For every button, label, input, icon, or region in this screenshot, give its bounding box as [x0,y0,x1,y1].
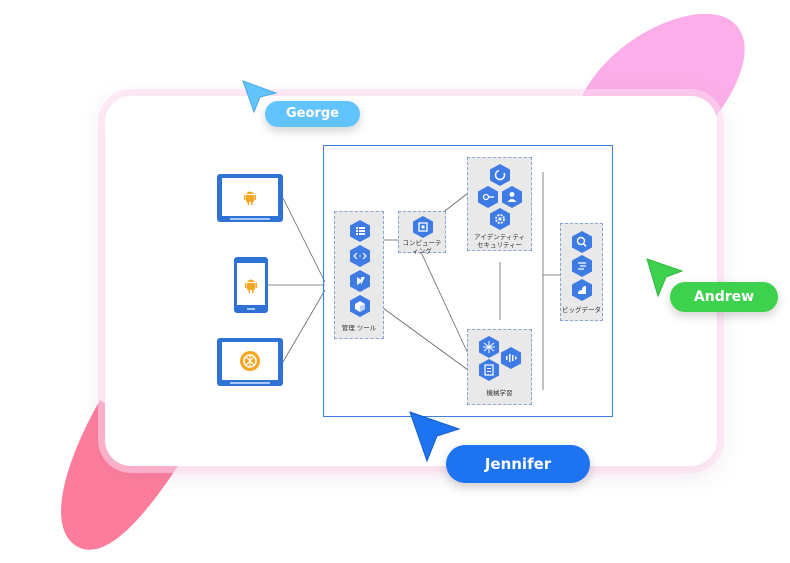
cube-icon [350,295,370,317]
settings-icon [490,208,510,230]
tablet-android-device[interactable] [216,173,284,223]
management-tools-label: 管理 ツール [341,324,377,332]
code-icon [350,245,370,267]
identity-security-group[interactable]: アイデンティティセキュリティー [467,157,532,251]
whiteboard-card [105,96,717,466]
list-icon [350,220,370,242]
build-icon [350,270,370,292]
android-icon [245,276,257,293]
user-icon [502,186,522,208]
george-label: George [265,101,360,127]
machine-learning-group[interactable]: 機械学習 [467,329,532,405]
george-cursor-icon [242,80,278,114]
aperture-icon [240,351,260,371]
big-data-group[interactable]: ビッグデータ [560,223,603,321]
diagram-boundary [323,145,613,417]
tablet-camera-device[interactable] [216,337,284,387]
andrew-label: Andrew [670,282,778,312]
identity-security-label: アイデンティティセキュリティー [474,233,525,249]
andrew-cursor-icon [646,258,684,298]
compute-chip-icon [413,216,433,238]
android-icon [244,188,256,205]
big-data-label: ビッグデータ [562,306,601,314]
speech-icon [501,347,521,369]
neural-network-icon [479,336,499,358]
computing-group[interactable]: コンピューティング [398,211,446,255]
key-icon [478,186,498,208]
document-icon [479,359,499,381]
management-tools-group[interactable]: 管理 ツール [334,211,384,339]
jennifer-label: Jennifer [446,445,590,483]
refresh-icon [490,164,510,186]
query-icon [572,231,592,253]
phone-android-device[interactable] [233,256,269,314]
computing-label: コンピューティング [402,239,442,255]
pipeline-icon [572,279,592,301]
dataflow-icon [572,255,592,277]
machine-learning-label: 機械学習 [486,389,513,397]
jennifer-cursor-icon [409,411,461,463]
